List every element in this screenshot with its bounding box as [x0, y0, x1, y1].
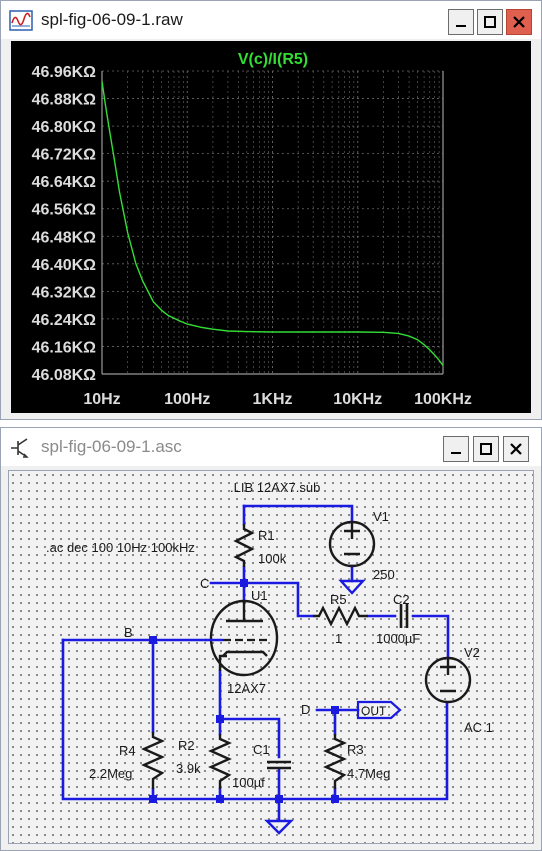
label-net-b: B — [124, 625, 133, 640]
maximize-icon — [480, 443, 492, 455]
directive-ac[interactable]: .ac dec 100 10Hz 100kHz — [46, 540, 195, 555]
junction-r4-bot — [149, 795, 157, 803]
junction-k — [216, 715, 224, 723]
label-out: OUT — [361, 704, 387, 718]
label-v1-value: 250 — [373, 567, 395, 582]
label-c2-value: 1000µF — [376, 631, 420, 646]
label-r3-value: 4.7Meg — [347, 766, 390, 781]
maximize-button-2[interactable] — [473, 436, 499, 462]
junction-c — [240, 579, 248, 587]
label-r2-value: 3.9k — [176, 761, 201, 776]
schematic-window-titlebar[interactable]: spl-fig-06-09-1.asc — [1, 428, 541, 466]
junction-d — [331, 706, 339, 714]
junction-r3-bot — [331, 795, 339, 803]
y-tick-label: 46.56KΩ — [32, 202, 97, 219]
label-c1-name: C1 — [253, 742, 270, 757]
label-u1-name: U1 — [251, 588, 268, 603]
resistor-r5[interactable] — [313, 605, 368, 627]
chart-title: V(c)/I(R5) — [238, 51, 308, 68]
y-tick-label: 46.24KΩ — [32, 312, 97, 329]
x-tick-label: 10Hz — [83, 391, 120, 408]
transistor-icon — [11, 438, 29, 458]
label-r1-name: R1 — [258, 528, 275, 543]
plot-window-titlebar[interactable]: spl-fig-06-09-1.raw — [1, 1, 541, 39]
wire-k-bus[interactable] — [218, 717, 281, 801]
resistor-r4[interactable] — [141, 732, 165, 789]
label-r4-value: 2.2Meg — [89, 766, 132, 781]
junction-r2-bot — [216, 795, 224, 803]
maximize-icon — [484, 16, 496, 28]
junction-b — [149, 636, 157, 644]
y-tick-label: 46.72KΩ — [32, 147, 97, 164]
resistor-r2[interactable] — [208, 734, 232, 789]
y-tick-label: 46.40KΩ — [32, 257, 97, 274]
label-r3-name: R3 — [347, 742, 364, 757]
plot-window: spl-fig-06-09-1.raw V(c)/I(R5) 46.96KΩ 46… — [0, 0, 542, 420]
x-tick-label: 100KHz — [414, 391, 472, 408]
y-tick-label: 46.64KΩ — [32, 174, 97, 191]
y-tick-label: 46.48KΩ — [32, 229, 97, 246]
label-net-d: D — [301, 702, 310, 717]
label-v2-name: V2 — [464, 645, 480, 660]
minimize-icon — [451, 452, 461, 454]
y-tick-label: 46.32KΩ — [32, 284, 97, 301]
directive-lib[interactable]: .LIB 12AX7.sub — [230, 480, 320, 495]
plot-svg: V(c)/I(R5) 46.96KΩ 46.88KΩ 46.80KΩ 46.72KΩ 4… — [32, 51, 472, 408]
label-u1-value: 12AX7 — [227, 681, 266, 696]
x-tick-label: 100Hz — [164, 391, 210, 408]
close-button[interactable] — [506, 9, 532, 35]
label-c1-value: 100µf — [232, 775, 265, 790]
label-r4-name: R4 — [119, 743, 136, 758]
source-v1[interactable] — [328, 520, 376, 568]
label-net-c: C — [200, 576, 209, 591]
ground-main — [264, 819, 294, 835]
wire-left[interactable] — [61, 638, 449, 801]
minimize-button[interactable] — [448, 9, 474, 35]
port-out[interactable] — [356, 700, 402, 720]
wire-top[interactable] — [242, 504, 354, 524]
close-icon — [513, 16, 525, 28]
waveform-icon — [9, 10, 33, 31]
x-tick-label: 10KHz — [333, 391, 382, 408]
ground-v1 — [338, 579, 366, 595]
junctions — [149, 579, 339, 803]
schematic-svg: .LIB 12AX7.sub .ac dec 100 10Hz 100kHz R… — [46, 480, 493, 835]
y-tick-label: 46.08KΩ — [32, 367, 97, 384]
label-r1-value: 100k — [258, 551, 287, 566]
resistor-r3[interactable] — [323, 734, 347, 789]
resistor-r1[interactable] — [233, 524, 255, 567]
label-c2-name: C2 — [393, 592, 410, 607]
wire-r5-c2[interactable] — [366, 614, 450, 660]
label-r5-name: R5 — [330, 592, 347, 607]
plot-window-title: spl-fig-06-09-1.raw — [41, 10, 183, 29]
schematic-window-title: spl-fig-06-09-1.asc — [41, 437, 182, 456]
junction-c1-bot — [275, 795, 283, 803]
x-tick-label: 1KHz — [252, 391, 292, 408]
schematic-canvas[interactable]: .LIB 12AX7.sub .ac dec 100 10Hz 100kHz R… — [8, 470, 534, 844]
close-button-2[interactable] — [503, 436, 529, 462]
capacitor-c2[interactable] — [399, 604, 409, 628]
label-v1-name: V1 — [373, 509, 389, 524]
y-tick-label: 46.80KΩ — [32, 119, 97, 136]
y-tick-label: 46.88KΩ — [32, 92, 97, 109]
label-r2-name: R2 — [178, 738, 195, 753]
y-tick-label: 46.16KΩ — [32, 339, 97, 356]
series-line — [101, 81, 444, 366]
maximize-button[interactable] — [477, 9, 503, 35]
source-v2[interactable] — [424, 656, 472, 704]
close-icon — [510, 443, 522, 455]
plot-area[interactable]: V(c)/I(R5) 46.96KΩ 46.88KΩ 46.80KΩ 46.72KΩ 4… — [11, 41, 531, 413]
capacitor-c1[interactable] — [267, 760, 291, 770]
label-r5-value: 1 — [335, 631, 342, 646]
label-v2-value: AC 1 — [464, 720, 493, 735]
y-tick-label: 46.96KΩ — [32, 64, 97, 81]
minimize-button-2[interactable] — [443, 436, 469, 462]
minimize-icon — [456, 25, 466, 27]
triode-u1[interactable] — [205, 599, 279, 677]
